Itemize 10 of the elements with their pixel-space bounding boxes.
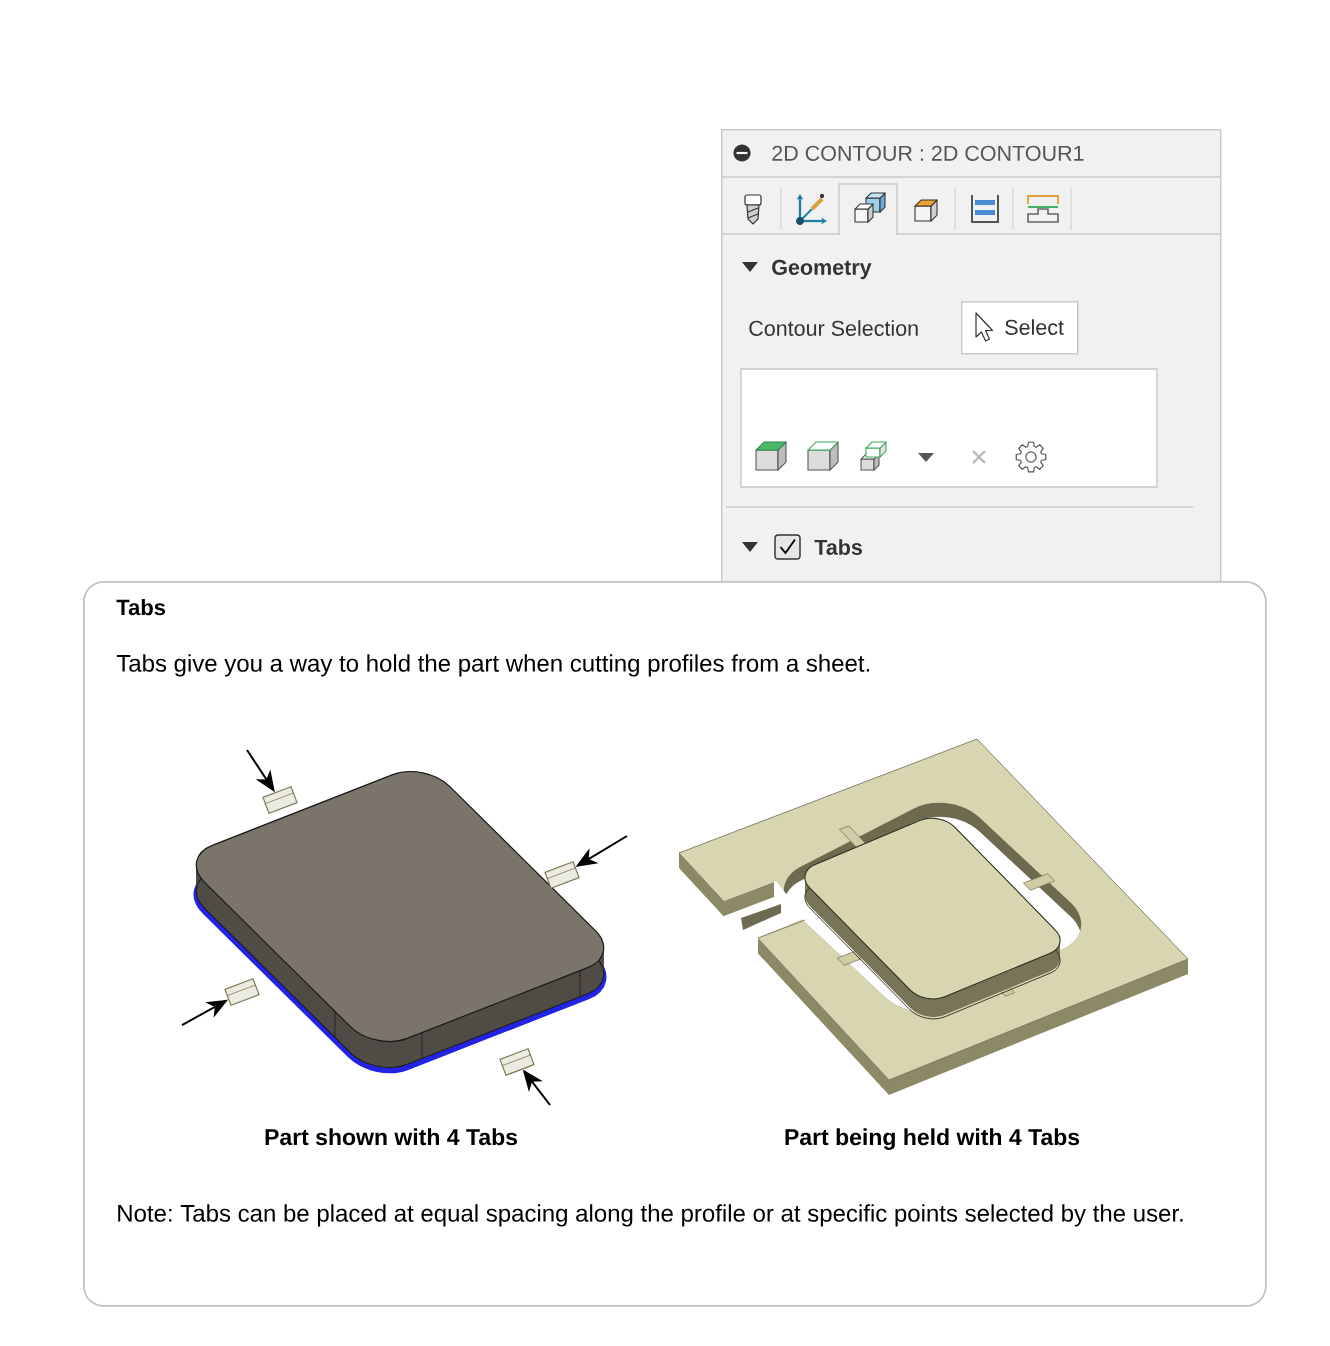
picture-label: Part shown with 4 Tabs [265, 1128, 518, 1146]
note-text: Note: Tabs can be placed at equal spacing along the profile or at specific points selected by the user. [118, 1204, 1183, 1227]
section-heading: Geometry [772, 259, 872, 280]
paragraph: Tabs give you a way to hold the part when cutting profiles from a sheet. [116, 654, 870, 677]
select-button: Select [961, 301, 1079, 355]
picture-label: Part being held with 4 Tabs [785, 1128, 1080, 1150]
tooltip-heading: Tabs [116, 599, 166, 616]
field-label: Contour Selection [749, 320, 918, 336]
panel-title: 2D CONTOUR : 2D CONTOUR1 [772, 145, 1084, 161]
section-heading: Tabs [814, 539, 862, 555]
